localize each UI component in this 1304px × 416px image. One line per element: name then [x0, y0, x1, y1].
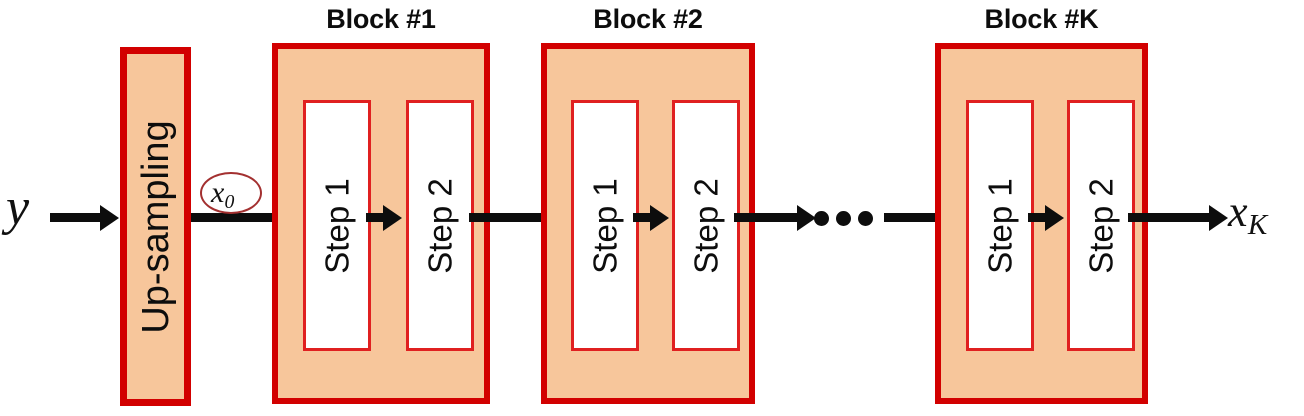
x0-base: x — [211, 176, 225, 209]
upsampling-box[interactable]: Up-sampling — [120, 47, 191, 406]
arrow-upsampling-to-block1 — [191, 213, 281, 222]
arrow-input-to-upsampling — [50, 213, 102, 222]
output-label-xk: xK — [1228, 190, 1267, 240]
ellipsis-dot-2 — [836, 211, 851, 226]
input-label-y: y — [6, 182, 29, 234]
output-label-base: x — [1228, 187, 1248, 236]
block-k-step-1[interactable]: Step 1 — [966, 100, 1034, 351]
block-k-step-2-label: Step 2 — [1082, 177, 1120, 274]
ellipsis-dot-1 — [814, 211, 829, 226]
block-k-step-2[interactable]: Step 2 — [1067, 100, 1135, 351]
arrow-blockk-step1-to-step2 — [1028, 213, 1047, 222]
block-2[interactable]: Step 1 Step 2 — [541, 43, 755, 404]
block-2-step-2-label: Step 2 — [687, 177, 725, 274]
block-title-2: Block #2 — [593, 4, 703, 34]
block-k[interactable]: Step 1 Step 2 — [935, 43, 1148, 404]
arrow-ellipsis-to-blockk — [884, 213, 962, 222]
ellipsis-dot-3 — [858, 211, 873, 226]
arrow-block1-to-block2 — [469, 213, 568, 222]
x0-annotation-label: x0 — [211, 178, 234, 212]
arrow-block1-step1-to-step2 — [366, 213, 385, 222]
block-title-k: Block #K — [984, 4, 1099, 34]
block-1-step-2-label: Step 2 — [421, 177, 459, 274]
block-1-step-1-label: Step 1 — [318, 177, 356, 274]
arrow-block2-step1-to-step2 — [633, 213, 652, 222]
block-2-step-1-label: Step 1 — [586, 177, 624, 274]
arrow-blockk-to-output — [1128, 213, 1211, 222]
x0-annotation-ellipse — [200, 172, 262, 214]
block-2-step-1[interactable]: Step 1 — [571, 100, 639, 351]
block-2-step-2[interactable]: Step 2 — [672, 100, 740, 351]
block-1-step-1[interactable]: Step 1 — [303, 100, 371, 351]
upsampling-label: Up-sampling — [134, 119, 177, 334]
input-label-y-text: y — [6, 179, 30, 236]
arrow-block2-to-ellipsis — [734, 213, 799, 222]
x0-subscript: 0 — [224, 190, 235, 213]
output-label-subscript: K — [1247, 209, 1268, 242]
block-1[interactable]: Step 1 Step 2 — [272, 43, 490, 404]
block-1-step-2[interactable]: Step 2 — [406, 100, 474, 351]
block-title-1: Block #1 — [326, 4, 436, 34]
block-k-step-1-label: Step 1 — [981, 177, 1019, 274]
